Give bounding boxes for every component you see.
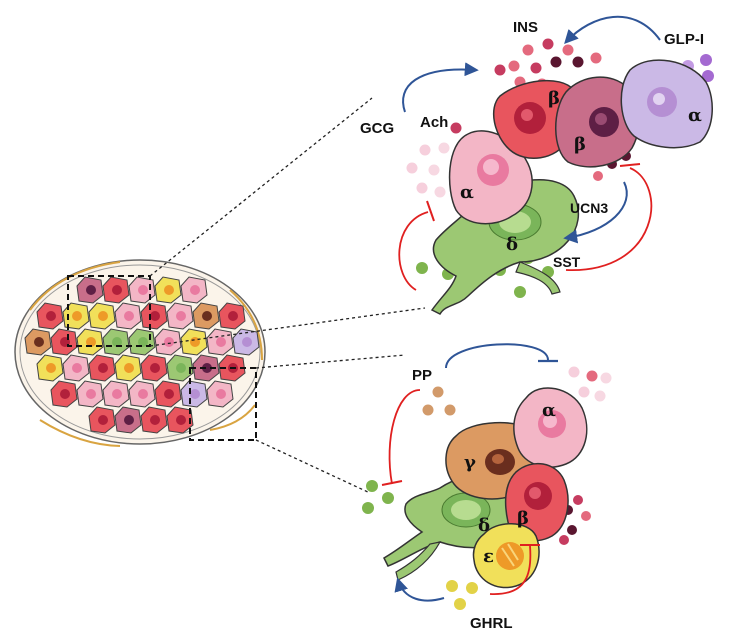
islet-cell-nucleus xyxy=(242,337,252,347)
islet-cell-nucleus xyxy=(150,311,160,321)
label-sst: SST xyxy=(553,254,581,270)
islet-cell-nucleus xyxy=(112,389,122,399)
label-ghrl: GHRL xyxy=(470,615,513,632)
label-ucn3: UCN3 xyxy=(570,200,608,216)
gcg-granules xyxy=(406,122,462,198)
islet-cell-nucleus xyxy=(176,311,186,321)
epsilon-cell xyxy=(472,523,540,589)
ghrl-granules xyxy=(446,580,478,610)
alpha-granules-lower xyxy=(568,366,612,402)
sst-inhibits-beta-line xyxy=(565,167,653,271)
islet-cell-nucleus xyxy=(150,363,160,373)
ins-granules xyxy=(494,38,602,90)
islet-cell-nucleus xyxy=(164,285,174,295)
islet-cell-nucleus xyxy=(124,363,134,373)
islet-cell-nucleus xyxy=(190,389,200,399)
islet-cell-nucleus xyxy=(98,415,108,425)
islet-cell-nucleus xyxy=(124,415,134,425)
sst-granules-lower xyxy=(362,480,394,514)
epsilon-letter: ε xyxy=(483,546,494,567)
glp1-granules xyxy=(682,54,714,82)
islet-cell-nucleus xyxy=(72,363,82,373)
zoom-guide-lines xyxy=(149,97,426,494)
islet-cell-nucleus xyxy=(60,389,70,399)
alpha-letter-lower: α xyxy=(542,400,556,421)
islet-cell-nucleus xyxy=(164,337,174,347)
label-ins: INS xyxy=(513,19,538,36)
islet-cell-nucleus xyxy=(190,337,200,347)
pp-granules xyxy=(422,386,456,416)
beta-letter-2: β xyxy=(574,134,586,155)
islet-cell-nucleus xyxy=(86,337,96,347)
ghrl-arrow xyxy=(394,577,445,602)
ucn3-to-delta-arrow xyxy=(563,181,628,244)
islet-cell-nucleus xyxy=(176,415,186,425)
upper-zoom-box xyxy=(67,275,151,347)
alpha-cell-upper-left xyxy=(448,130,533,225)
beta-letter-1: β xyxy=(548,88,560,109)
islet-cell-nucleus xyxy=(112,337,122,347)
alpha-letter-upper-left: α xyxy=(460,182,474,203)
islet-cell-nucleus xyxy=(86,285,96,295)
lower-panel: α γ δ β ε PP GHRL xyxy=(362,343,612,632)
label-glp1: GLP-I xyxy=(664,31,704,48)
islet-cell-nucleus xyxy=(216,389,226,399)
islet-cell-nucleus xyxy=(124,311,134,321)
islet-cell-nucleus xyxy=(190,285,200,295)
beta-cell-upper-dark xyxy=(555,76,640,168)
delta-letter-upper: δ xyxy=(506,234,518,255)
pp-inhibits-alpha-line xyxy=(445,343,549,369)
ghrl-inhibits-beta-line xyxy=(489,545,532,595)
islet-cell-nucleus xyxy=(34,337,44,347)
lower-zoom-box xyxy=(189,367,257,441)
alpha-cell-lower xyxy=(513,387,588,468)
islet-cell-nucleus xyxy=(86,389,96,399)
gamma-letter: γ xyxy=(464,452,476,473)
islet-cell-nucleus xyxy=(138,337,148,347)
label-ach: Ach xyxy=(420,114,448,131)
islet-cell-field xyxy=(24,276,260,434)
alpha-cell-upper-right xyxy=(620,59,713,149)
islet-cell-nucleus xyxy=(46,311,56,321)
islet-overview xyxy=(14,259,266,447)
beta-cell-lower xyxy=(504,462,569,542)
islet-cell-nucleus xyxy=(150,415,160,425)
pp-inhibits-delta-line xyxy=(388,389,421,485)
upper-panel: β β α α δ INS GLP-I GCG Ach UCN3 SST xyxy=(360,15,714,315)
islet-cell-nucleus xyxy=(216,337,226,347)
label-pp: PP xyxy=(412,367,432,384)
islet-cell-nucleus xyxy=(164,389,174,399)
islet-cell-nucleus xyxy=(202,363,212,373)
gcg-to-beta-arrow xyxy=(402,62,479,113)
islet-cell-nucleus xyxy=(228,311,238,321)
islet-cell-nucleus xyxy=(98,363,108,373)
label-gcg: GCG xyxy=(360,120,394,137)
islet-cell-nucleus xyxy=(72,311,82,321)
islet-cell-nucleus xyxy=(46,363,56,373)
sst-inhibits-alpha-line xyxy=(398,211,429,291)
islet-cell-nucleus xyxy=(176,363,186,373)
alpha-letter-upper-right: α xyxy=(688,105,702,126)
beta-letter-lower: β xyxy=(517,508,529,529)
glp1-to-beta-arrow xyxy=(564,15,661,45)
delta-letter-lower: δ xyxy=(478,515,490,536)
islet-cell-nucleus xyxy=(112,285,122,295)
islet-cell-nucleus xyxy=(138,285,148,295)
islet-cell-nucleus xyxy=(202,311,212,321)
islet-cell-nucleus xyxy=(98,311,108,321)
islet-cell-nucleus xyxy=(138,389,148,399)
